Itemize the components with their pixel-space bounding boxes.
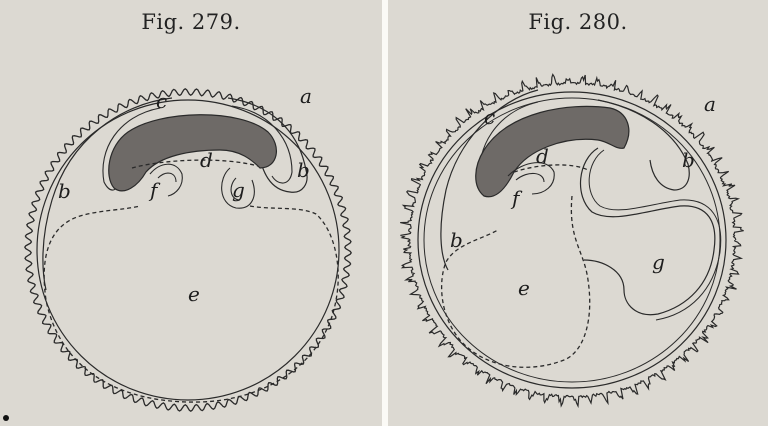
label-c: c [156, 91, 167, 111]
figure-280-panel: Fig. 280. a c b b d f g e [388, 0, 768, 426]
figure-279-drawing [0, 0, 382, 426]
label-e: e [518, 278, 530, 298]
label-a: a [300, 86, 312, 106]
label-b-right: b [682, 150, 695, 170]
label-b-left: b [58, 181, 71, 201]
label-c: c [484, 107, 495, 127]
label-d: d [536, 146, 549, 166]
label-g: g [232, 180, 245, 200]
label-g: g [652, 252, 665, 272]
figure-280-drawing [388, 0, 768, 426]
label-d: d [200, 150, 213, 170]
figure-279-panel: Fig. 279. a c b b d f g e [0, 0, 382, 426]
label-a: a [704, 94, 716, 114]
label-e: e [188, 284, 200, 304]
label-f: f [150, 180, 157, 200]
label-b-left: b [450, 230, 463, 250]
allantois-g [581, 148, 715, 315]
printer-mark [3, 415, 9, 421]
embryo-body [109, 115, 277, 191]
label-f: f [512, 188, 519, 208]
label-b-right: b [297, 160, 310, 180]
